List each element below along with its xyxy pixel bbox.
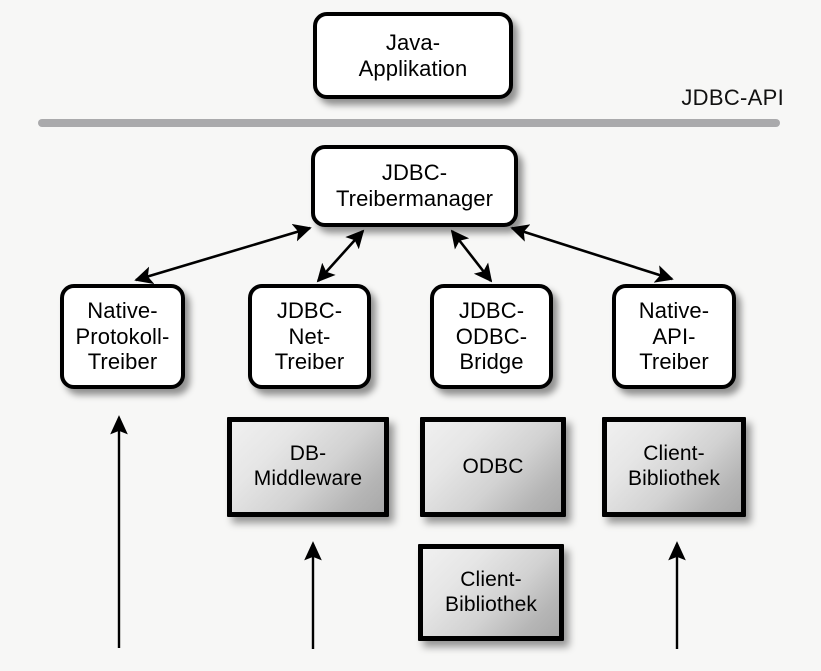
node-java-applikation[interactable]: Java- Applikation: [313, 12, 513, 99]
node-native-protokoll-treiber[interactable]: Native- Protokoll- Treiber: [60, 284, 185, 389]
node-odbc[interactable]: ODBC: [420, 417, 566, 517]
connector-treibermanager-native-protokoll: [134, 223, 312, 285]
node-jdbc-net-treiber[interactable]: JDBC- Net- Treiber: [248, 284, 371, 389]
node-jdbc-treibermanager[interactable]: JDBC- Treibermanager: [311, 145, 518, 227]
connector-treibermanager-jdbc-odbc-bridge: [450, 229, 493, 283]
node-native-api-treiber[interactable]: Native- API- Treiber: [612, 284, 736, 389]
jdbc-api-label: JDBC-API: [681, 85, 784, 110]
node-jdbc-odbc-bridge[interactable]: JDBC- ODBC- Bridge: [430, 284, 553, 389]
connector-treibermanager-jdbc-net: [316, 229, 365, 283]
node-client-bibliothek-right[interactable]: Client- Bibliothek: [602, 417, 746, 517]
connector-treibermanager-native-api: [510, 224, 674, 283]
node-db-middleware[interactable]: DB- Middleware: [227, 417, 389, 517]
node-client-bibliothek-odbc[interactable]: Client- Bibliothek: [418, 544, 564, 641]
jdbc-api-divider-line: [38, 119, 780, 127]
